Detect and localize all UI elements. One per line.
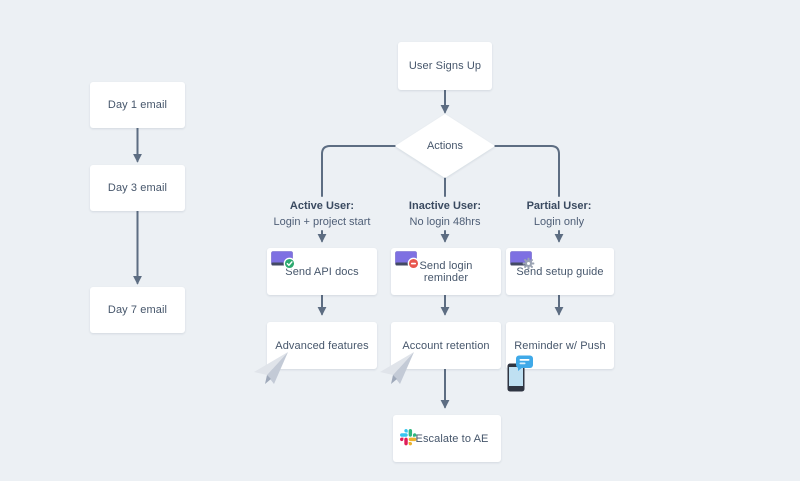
branch-label-partial: Partial User: Login only	[484, 199, 634, 229]
node-send-setup-guide[interactable]: Send setup guide	[506, 248, 614, 295]
node-reminder-w-push[interactable]: Reminder w/ Push	[506, 322, 614, 369]
branch-label-active: Active User: Login + project start	[247, 199, 397, 229]
node-label: Account retention	[402, 339, 490, 352]
node-day7-email[interactable]: Day 7 email	[90, 287, 185, 333]
paper-plane-icon	[253, 351, 290, 391]
node-user-signs-up[interactable]: User Signs Up	[398, 42, 492, 90]
connector-decision-active	[321, 145, 396, 197]
node-day3-email[interactable]: Day 3 email	[90, 165, 185, 211]
node-label: Send login reminder	[419, 259, 473, 284]
node-label: Day 1 email	[107, 99, 168, 111]
branch-label-inactive: Inactive User: No login 48hrs	[370, 199, 520, 229]
node-advanced-features[interactable]: Advanced features	[267, 322, 377, 369]
branch-title: Partial User:	[526, 200, 592, 212]
node-label: Send API docs	[285, 265, 359, 278]
phone-chat-icon	[507, 355, 534, 398]
branch-subtitle: No login 48hrs	[409, 216, 481, 228]
node-label: Escalate to AE	[415, 432, 489, 445]
decision-label: Actions	[426, 140, 464, 152]
node-escalate-to-ae[interactable]: Escalate to AE	[393, 415, 501, 462]
node-label: Advanced features	[275, 339, 369, 352]
node-label: Day 3 email	[107, 182, 168, 194]
branch-subtitle: Login only	[533, 216, 585, 228]
node-label: User Signs Up	[408, 60, 482, 72]
node-day1-email[interactable]: Day 1 email	[90, 82, 185, 128]
slack-icon	[400, 429, 417, 449]
decision-diamond[interactable]	[395, 114, 495, 178]
node-label: Send setup guide	[516, 265, 604, 278]
node-label: Reminder w/ Push	[514, 339, 606, 352]
connector-decision-partial	[494, 145, 560, 197]
branch-title: Inactive User:	[408, 200, 482, 212]
monitor-minus-icon	[395, 251, 420, 273]
monitor-gear-icon	[510, 251, 535, 273]
monitor-check-icon	[271, 251, 296, 273]
node-send-login-reminder[interactable]: Send login reminder	[391, 248, 501, 295]
node-label: Day 7 email	[107, 304, 168, 316]
branch-subtitle: Login + project start	[273, 216, 371, 228]
node-send-api-docs[interactable]: Send API docs	[267, 248, 377, 295]
branch-title: Active User:	[289, 200, 355, 212]
paper-plane-icon	[379, 351, 416, 391]
